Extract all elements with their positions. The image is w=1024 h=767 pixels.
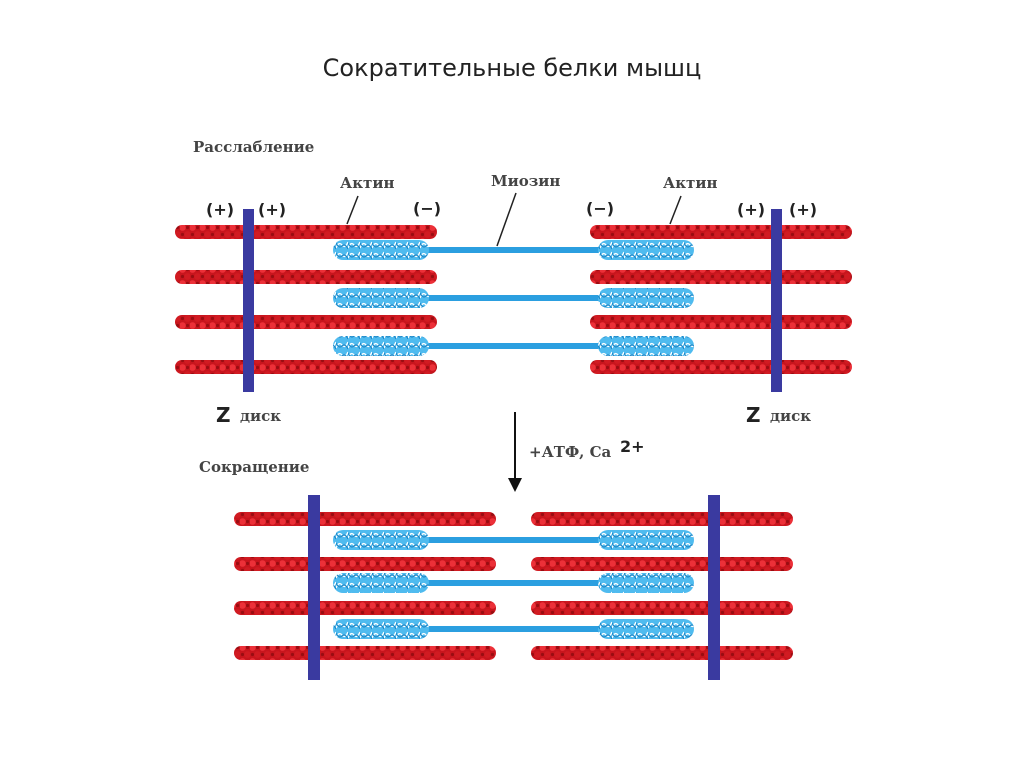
z-disk-right — [771, 209, 782, 392]
actin-filament — [590, 360, 852, 374]
relaxed-label: Расслабление — [193, 138, 314, 156]
actin-left-pointer — [347, 196, 358, 224]
actin-filament — [234, 601, 496, 615]
transition-arrow — [508, 412, 522, 492]
myosin-heads-right — [598, 288, 694, 308]
myosin-heads-right — [598, 573, 694, 593]
transition-superscript: 2+ — [620, 437, 645, 456]
myosin-heads-left — [333, 240, 429, 260]
myosin-heads-left — [333, 573, 429, 593]
actin-filament — [590, 315, 852, 329]
plus-sign-1: (+) — [206, 200, 234, 219]
actin-filament — [531, 512, 793, 526]
z-letter-right: Z — [746, 403, 761, 427]
myosin-heads-right — [598, 336, 694, 356]
contracted-sarcomere — [234, 495, 793, 680]
actin-left-label: Актин — [340, 174, 394, 192]
actin-filament — [531, 601, 793, 615]
actin-filament — [590, 225, 852, 239]
z-disk-left — [308, 495, 320, 680]
z-disk-left — [243, 209, 254, 392]
z-disk-right — [708, 495, 720, 680]
actin-filament — [175, 315, 437, 329]
myosin-pointer — [497, 193, 516, 246]
actin-filament — [531, 557, 793, 571]
myosin-label: Миозин — [491, 172, 560, 190]
transition-label: +АТФ, Са — [529, 443, 612, 461]
z-disk-label-left: диск — [240, 407, 281, 425]
myosin-filaments — [333, 240, 694, 356]
actin-filament — [234, 646, 496, 660]
actin-filament — [175, 225, 437, 239]
actin-right-pointer — [670, 196, 681, 224]
myosin-heads-left — [333, 336, 429, 356]
actin-filament — [531, 646, 793, 660]
actin-right-label: Актин — [663, 174, 717, 192]
myosin-heads-right — [598, 619, 694, 639]
myosin-heads-left — [333, 288, 429, 308]
actin-filament — [234, 557, 496, 571]
myosin-heads-right — [598, 240, 694, 260]
myosin-filaments — [333, 530, 694, 639]
myosin-heads-right — [598, 530, 694, 550]
plus-sign-3: (+) — [737, 200, 765, 219]
minus-sign-left: (−) — [413, 199, 441, 218]
plus-sign-4: (+) — [789, 200, 817, 219]
myosin-heads-left — [333, 530, 429, 550]
contracted-label: Сокращение — [199, 458, 309, 476]
actin-filament — [234, 512, 496, 526]
myosin-heads-left — [333, 619, 429, 639]
plus-sign-2: (+) — [258, 200, 286, 219]
relaxed-sarcomere — [175, 209, 852, 392]
actin-filament — [590, 270, 852, 284]
z-letter-left: Z — [216, 403, 231, 427]
actin-filament — [175, 360, 437, 374]
actin-filament — [175, 270, 437, 284]
z-disk-label-right: диск — [770, 407, 811, 425]
minus-sign-right: (−) — [586, 199, 614, 218]
